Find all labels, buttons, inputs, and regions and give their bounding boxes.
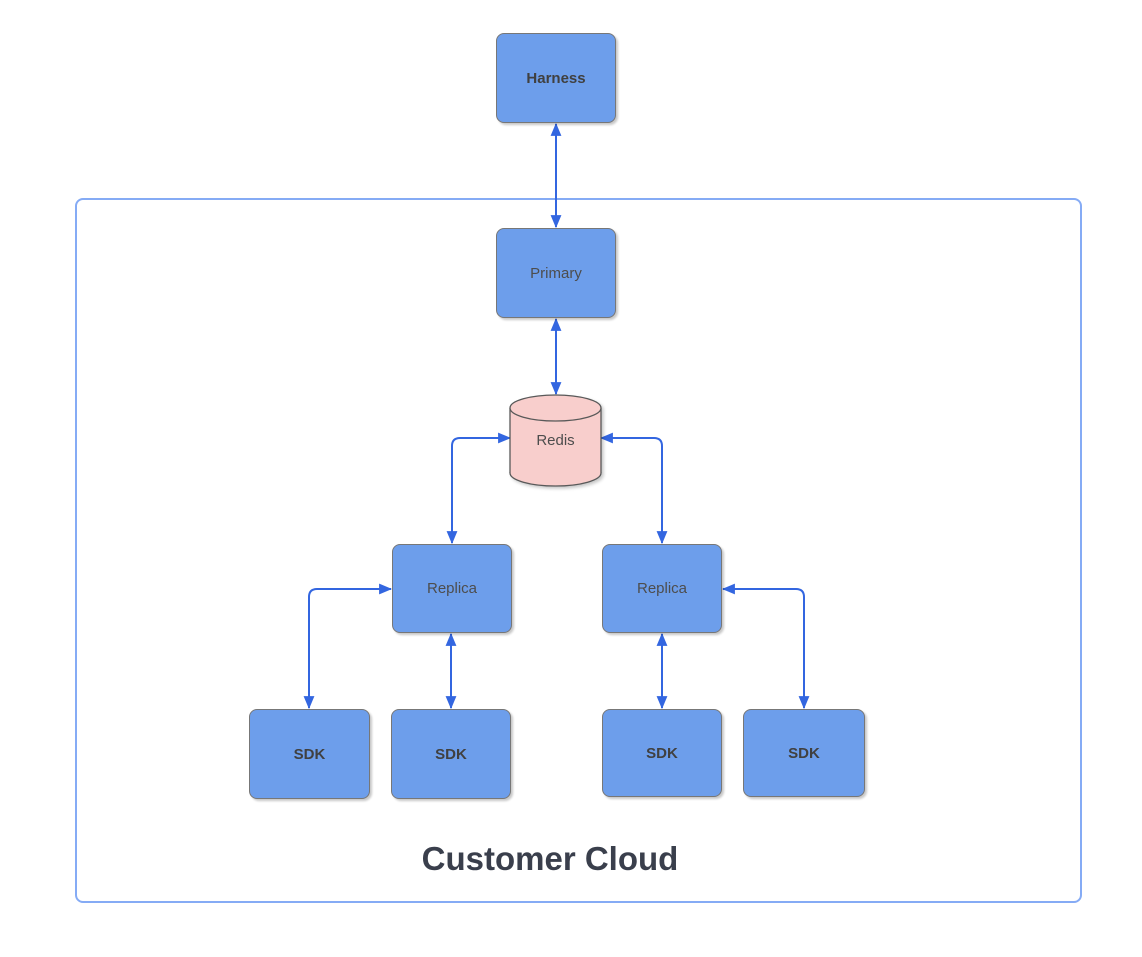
node-primary: Primary <box>496 228 616 318</box>
node-harness: Harness <box>496 33 616 123</box>
node-primary-label: Primary <box>530 264 582 282</box>
node-redis: Redis <box>509 394 602 488</box>
node-sdk-outer-left: SDK <box>249 709 370 799</box>
node-sdk-outer-left-label: SDK <box>293 745 326 763</box>
node-sdk-inner-left: SDK <box>391 709 511 799</box>
customer-cloud-container <box>75 198 1082 903</box>
node-sdk-inner-left-label: SDK <box>435 745 467 763</box>
node-replica-right-label: Replica <box>636 580 688 597</box>
node-sdk-outer-right-label: SDK <box>788 744 820 762</box>
node-sdk-inner-right: SDK <box>602 709 722 797</box>
node-harness-label: Harness <box>526 69 586 87</box>
node-redis-label: Redis <box>536 432 575 449</box>
node-sdk-outer-right: SDK <box>743 709 865 797</box>
node-sdk-inner-right-label: SDK <box>646 744 678 762</box>
node-replica-left-label: Replica <box>426 580 478 597</box>
node-replica-left: Replica <box>392 544 512 633</box>
node-replica-right: Replica <box>602 544 722 633</box>
customer-cloud-label: Customer Cloud <box>421 840 679 877</box>
